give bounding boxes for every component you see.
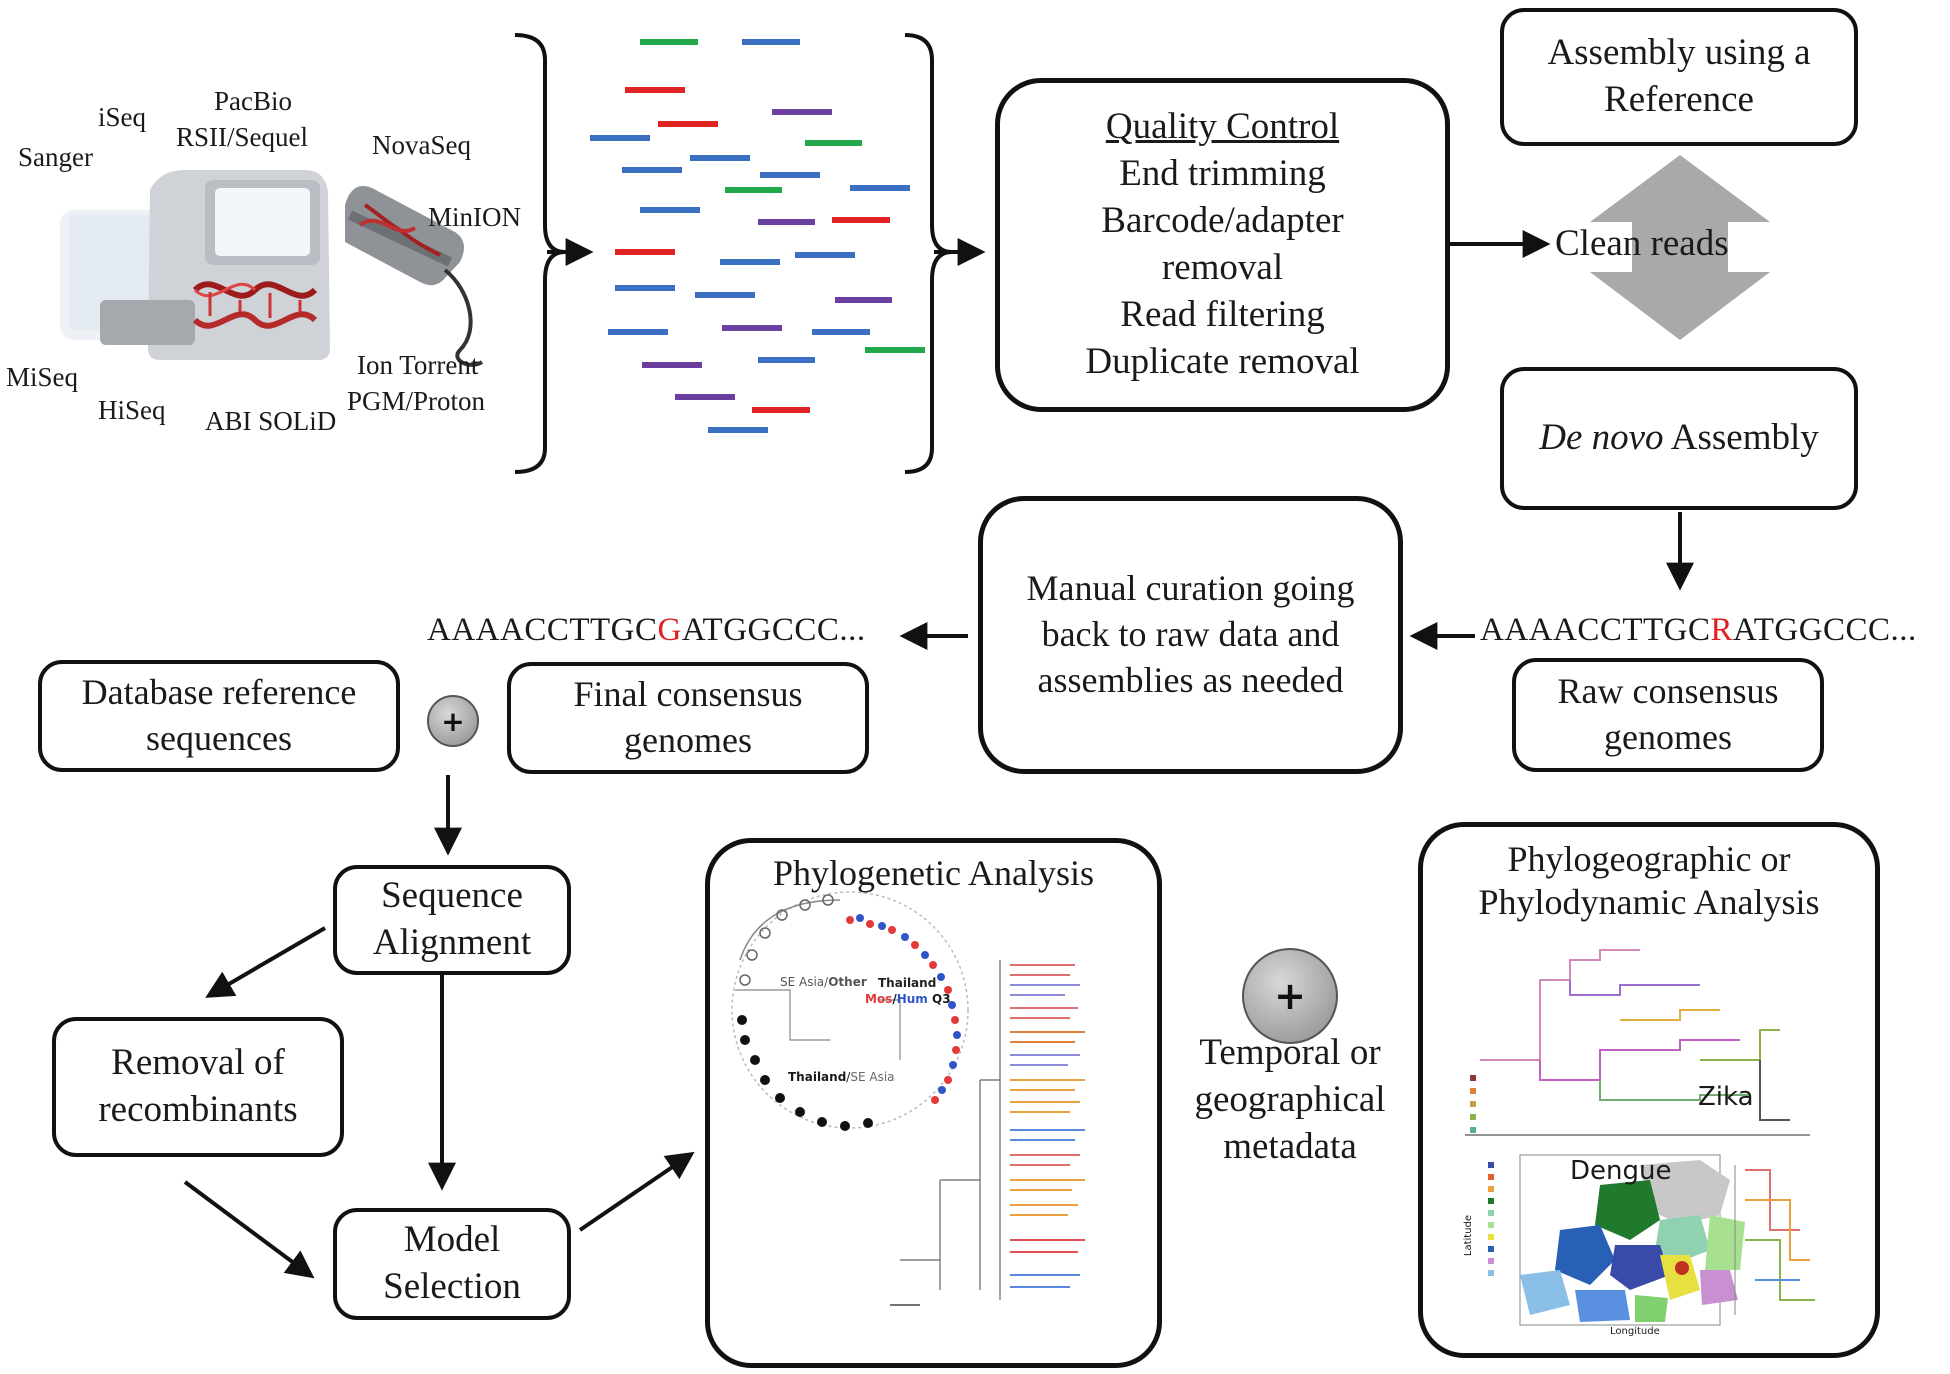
final-sequence-pre: AAAACCTTGC — [427, 612, 658, 648]
phylo-label-se-asia: SE Asia — [780, 975, 825, 989]
platform-label-pacbio: PacBio — [214, 86, 292, 116]
platform-label-pgm-proton: PGM/Proton — [347, 386, 486, 416]
platform-label-novaseq: NovaSeq — [372, 130, 471, 160]
qc-step-barcode: Barcode/adapter — [1101, 200, 1344, 242]
sequencing-reads — [590, 39, 925, 433]
temporal-line2: geographical — [1194, 1078, 1386, 1120]
temporal-line1: Temporal or — [1199, 1032, 1381, 1073]
raw-consensus-box: Raw consensus genomes — [1512, 658, 1824, 772]
phylo-label-thailand: Thailand — [878, 976, 937, 990]
assembly-reference-line2: Reference — [1604, 79, 1754, 120]
model-to-phylo-arrow — [578, 1151, 695, 1232]
phylo-label-se-asia-other: SE Asia/Other — [780, 975, 867, 989]
phylogeographic-title-line2: Phylodynamic Analysis — [1478, 882, 1820, 923]
final-consensus-line2: genomes — [624, 720, 752, 760]
phylogeographic-analysis-title: Phylogeographic or Phylodynamic Analysis — [1418, 838, 1880, 924]
manual-curation-line3: assemblies as needed — [1037, 659, 1344, 700]
manual-curation-line2: back to raw data and — [1041, 614, 1340, 655]
de-novo-rest: Assembly — [1663, 417, 1819, 458]
map-longitude-label: Longitude — [1610, 1326, 1660, 1337]
sequence-alignment-box: Sequence Alignment — [333, 865, 571, 975]
assembly-reference-box: Assembly using a Reference — [1500, 8, 1858, 146]
phylo-label-q3: Q3 — [932, 992, 951, 1006]
phylo-label-mos-hum: Mos/Hum Q3 — [865, 992, 951, 1006]
model-selection-box: Model Selection — [333, 1208, 571, 1320]
sequence-alignment-line1: Sequence — [381, 875, 523, 917]
de-novo-italic: De novo — [1539, 417, 1664, 458]
final-sequence-resolved: G — [657, 612, 682, 648]
qc-step-read-filtering: Read filtering — [1120, 293, 1325, 335]
quality-control-title: Quality Control — [1105, 106, 1340, 148]
database-reference-line1: Database reference — [81, 672, 357, 713]
platform-label-sanger: Sanger — [18, 142, 93, 172]
plus-icon-2: + — [1242, 948, 1338, 1044]
phylo-label-mos: Mos — [865, 992, 893, 1006]
raw-sequence-post: ATGGCCC... — [1733, 612, 1917, 648]
temporal-line3: metadata — [1223, 1125, 1357, 1167]
phylogeographic-analysis-panel — [1418, 822, 1880, 1358]
final-consensus-box: Final consensus genomes — [507, 662, 869, 774]
dengue-map-figure — [1488, 1154, 1815, 1326]
alignment-to-removal-arrow — [205, 926, 327, 998]
phylogeographic-title-line1: Phylogeographic or — [1507, 839, 1791, 879]
phylo-label-thailand-se-asia: Thailand/SE Asia — [788, 1070, 895, 1084]
phylo-label-other: Other — [828, 975, 867, 989]
de-novo-assembly-label: De novo Assembly — [1539, 415, 1819, 462]
quality-control-box: Quality Control End trimming Barcode/ada… — [995, 78, 1450, 412]
database-reference-box: Database reference sequences — [38, 660, 400, 772]
removal-recombinants-line2: recombinants — [98, 1089, 298, 1130]
assembly-double-arrow — [1590, 155, 1770, 340]
platform-label-rsii: RSII/Sequel — [176, 122, 308, 152]
sequencer-illustration — [60, 170, 484, 367]
phylogenetic-analysis-title: Phylogenetic Analysis — [773, 853, 1094, 893]
platform-label-iseq: iSeq — [98, 102, 147, 132]
removal-to-model-arrow — [183, 1180, 315, 1279]
dengue-label: Dengue — [1570, 1156, 1672, 1186]
qc-step-removal: removal — [1161, 247, 1284, 288]
final-sequence-post: ATGGCCC... — [681, 612, 866, 648]
phylo-label-hum: Hum — [896, 992, 928, 1006]
map-latitude-label: Latitude — [1463, 1214, 1475, 1257]
model-selection-line1: Model — [403, 1219, 501, 1261]
final-consensus-line1: Final consensus — [573, 674, 803, 715]
platform-label-ion-torrent: Ion Torrent — [357, 350, 479, 380]
sequence-alignment-line2: Alignment — [372, 922, 532, 963]
assembly-reference-line1: Assembly using a — [1547, 32, 1811, 74]
phylogenetic-analysis-panel — [705, 838, 1162, 1368]
raw-sequence-pre: AAAACCTTGC — [1480, 612, 1711, 648]
removal-recombinants-box: Removal of recombinants — [52, 1017, 344, 1157]
manual-curation-box: Manual curation going back to raw data a… — [978, 496, 1403, 774]
raw-consensus-line2: genomes — [1604, 717, 1732, 757]
phylo-label-thailand2: Thailand — [788, 1070, 847, 1084]
zika-label: Zika — [1698, 1082, 1754, 1112]
final-sequence: AAAACCTTGCGATGGCCC... — [427, 612, 866, 649]
plus-icon: + — [427, 695, 479, 747]
de-novo-assembly-box: De novo Assembly — [1500, 367, 1858, 510]
platform-label-minion: MinION — [428, 202, 521, 232]
platform-label-abi-solid: ABI SOLiD — [205, 406, 337, 436]
phylo-label-se-asia2: SE Asia — [850, 1070, 895, 1084]
database-reference-line2: sequences — [146, 718, 292, 758]
model-selection-line2: Selection — [383, 1266, 521, 1307]
phylogenetic-tree-figure — [731, 891, 1085, 1306]
removal-recombinants-line1: Removal of — [111, 1042, 285, 1084]
clean-reads-label: Clean reads — [1555, 223, 1729, 264]
qc-step-duplicate-removal: Duplicate removal — [1085, 340, 1360, 382]
zika-tree-figure — [1465, 949, 1810, 1136]
qc-step-end-trimming: End trimming — [1119, 153, 1326, 195]
platform-label-miseq: MiSeq — [6, 362, 79, 392]
manual-curation-line1: Manual curation going — [1026, 568, 1355, 609]
temporal-metadata-label: Temporal or geographical metadata — [1170, 1030, 1410, 1171]
raw-sequence: AAAACCTTGCRATGGCCC... — [1480, 612, 1917, 649]
platform-label-hiseq: HiSeq — [98, 395, 166, 425]
raw-consensus-line1: Raw consensus — [1557, 671, 1779, 712]
raw-sequence-ambiguity: R — [1710, 612, 1734, 648]
